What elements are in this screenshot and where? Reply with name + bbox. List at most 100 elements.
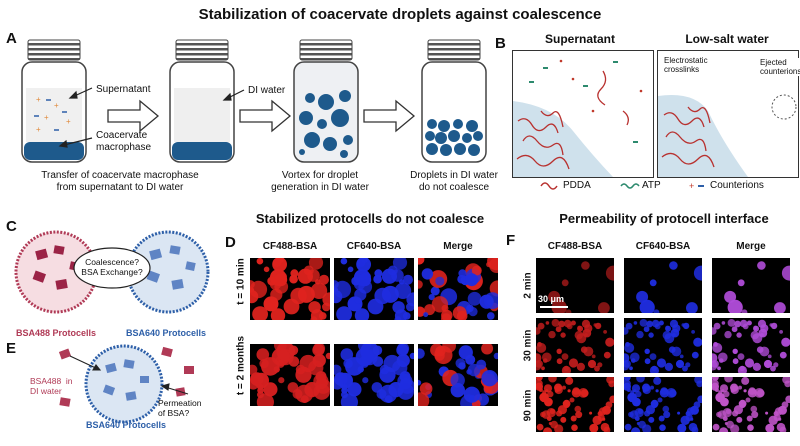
droplet — [724, 330, 732, 339]
droplet — [597, 414, 605, 422]
droplet — [603, 351, 611, 359]
droplet — [272, 258, 282, 267]
droplet — [754, 388, 765, 398]
droplet — [392, 258, 408, 270]
droplet — [548, 377, 557, 383]
droplet — [691, 351, 699, 359]
droplet — [686, 302, 698, 313]
droplet — [450, 383, 465, 398]
micrograph-f-blue-2min — [624, 258, 702, 313]
droplet — [292, 389, 303, 399]
droplet — [605, 337, 614, 347]
droplet — [354, 308, 370, 320]
droplet — [759, 346, 770, 357]
droplet — [536, 382, 543, 391]
droplet — [785, 395, 790, 404]
droplet — [547, 390, 554, 398]
droplet — [397, 344, 410, 355]
droplet — [394, 282, 412, 299]
droplet — [745, 397, 751, 403]
droplet — [697, 395, 702, 404]
droplet — [541, 410, 551, 419]
droplet — [743, 389, 747, 393]
svg-text:+: + — [689, 181, 694, 191]
droplet — [770, 365, 776, 372]
jar-1: +++++ — [21, 39, 87, 163]
panel-d-col-1: CF488-BSA — [262, 241, 318, 252]
droplet — [774, 302, 786, 313]
droplet — [751, 411, 759, 419]
panel-f-scale-label: 30 μm — [538, 294, 565, 304]
droplet — [677, 411, 681, 415]
droplet — [713, 322, 721, 330]
droplet — [737, 353, 745, 360]
droplet — [730, 385, 739, 395]
droplet — [555, 326, 562, 333]
droplet — [627, 392, 637, 403]
micrograph-d-merge-2months — [418, 344, 498, 406]
droplet — [409, 352, 414, 360]
droplet — [399, 279, 405, 285]
droplet — [685, 414, 693, 422]
droplet — [746, 320, 752, 326]
droplet — [654, 323, 661, 330]
droplet — [574, 331, 583, 340]
droplet — [569, 397, 575, 403]
droplet — [584, 333, 588, 337]
panel-f-col-2: CF640-BSA — [635, 241, 691, 252]
droplet — [606, 377, 614, 384]
label-supernatant: Supernatant — [96, 84, 151, 95]
droplet — [581, 261, 590, 270]
droplet — [354, 297, 362, 304]
droplet — [441, 313, 452, 320]
droplet — [551, 319, 560, 327]
droplet — [418, 348, 425, 359]
droplet — [779, 426, 787, 432]
droplet — [278, 377, 285, 384]
atp-legend-icon — [620, 183, 640, 189]
droplet — [334, 364, 342, 375]
jar-2 — [169, 39, 235, 163]
droplet — [418, 280, 423, 289]
droplet — [642, 385, 651, 395]
droplet — [561, 353, 569, 360]
droplet — [633, 321, 638, 325]
droplet — [757, 261, 766, 270]
droplet — [576, 362, 585, 371]
droplet — [562, 385, 566, 390]
droplet — [732, 358, 739, 365]
micrograph-f-merge-2min — [712, 258, 790, 313]
droplet — [434, 350, 445, 361]
droplet — [646, 320, 653, 328]
droplet — [263, 266, 270, 273]
droplet — [561, 279, 569, 287]
droplet — [341, 387, 348, 394]
droplet — [724, 290, 737, 303]
droplet — [671, 346, 682, 357]
droplet — [658, 320, 664, 326]
panel-f-letter: F — [506, 232, 516, 249]
droplet — [481, 370, 498, 387]
droplet — [765, 423, 775, 432]
droplet — [310, 282, 328, 299]
droplet — [340, 258, 348, 265]
droplet — [256, 258, 264, 265]
droplet — [536, 377, 543, 381]
droplet — [325, 352, 330, 360]
droplet — [458, 345, 473, 360]
droplet — [465, 273, 479, 287]
droplet — [657, 397, 663, 403]
droplet — [270, 308, 286, 320]
droplet — [693, 401, 701, 409]
droplet — [347, 266, 354, 273]
droplet — [773, 414, 781, 422]
label-bsa640-protocells: BSA640 Protocells — [125, 328, 207, 338]
droplet — [738, 385, 742, 390]
droplet — [685, 362, 691, 368]
panel-a-letter: A — [6, 30, 17, 47]
svg-text:+: + — [54, 101, 59, 110]
droplet — [733, 405, 743, 415]
micrograph-f-merge-30min — [712, 318, 790, 373]
droplet — [605, 265, 614, 281]
droplet — [644, 348, 650, 354]
